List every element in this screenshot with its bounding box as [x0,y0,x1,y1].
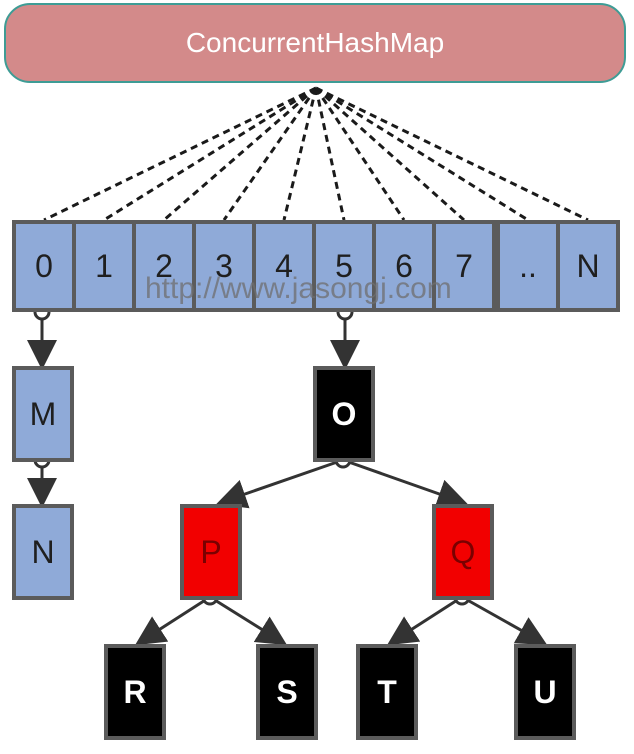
tree-arrow [134,595,211,646]
bucket-label: 5 [335,247,353,284]
tree-node-t: T [356,644,418,740]
bucket-pointer-line [314,87,346,221]
bucket-label: 3 [215,247,233,284]
bucket-pointer-line [103,86,317,222]
bucket-pointer-line [315,86,465,222]
bucket-label: N [576,247,600,284]
bucket-label: 1 [95,247,113,284]
node-label: S [276,673,298,710]
bucket-7: 7 [432,220,496,312]
bucket-label: 7 [455,247,473,284]
tree-arrow [209,595,288,646]
node-label: N [31,533,55,570]
bucket-2: 2 [132,220,196,312]
bucket-3: 3 [192,220,256,312]
hashmap-header: ConcurrentHashMap [4,3,626,83]
bucket-4: 4 [252,220,316,312]
node-label: Q [450,533,476,570]
node-label: R [123,673,147,710]
bucket-label: 2 [155,247,173,284]
node-label: U [533,673,557,710]
bucket-5: 5 [312,220,376,312]
tree-node-s: S [256,644,318,740]
bucket-pointer-line [222,87,318,221]
tree-arrow [216,458,344,509]
tree-node-p: P [180,504,242,600]
node-label: M [29,395,57,432]
tree-arrow [386,595,463,646]
tree-node-r: R [104,644,166,740]
node-label: T [377,673,397,710]
bucket-pointer-line [282,87,318,221]
bucket-ellipsis: .. [496,220,560,312]
bucket-label: 6 [395,247,413,284]
bucket-n: N [556,220,620,312]
chain-node-m: M [12,366,74,462]
hashmap-title: ConcurrentHashMap [185,27,445,58]
tree-node-o: O [313,366,375,462]
bucket-label: 0 [35,247,53,284]
node-label: P [200,533,222,570]
bucket-1: 1 [72,220,136,312]
bucket-pointer-line [163,86,317,222]
tree-node-u: U [514,644,576,740]
chain-node-n: N [12,504,74,600]
node-label: O [331,395,357,432]
bucket-pointer-line [315,86,529,222]
bucket-6: 6 [372,220,436,312]
bucket-pointer-line [43,86,317,222]
tree-arrow [342,458,468,509]
bucket-pointer-line [315,86,589,222]
bucket-0: 0 [12,220,76,312]
bucket-pointer-line [314,87,406,221]
tree-arrow [461,595,548,645]
bucket-label: 4 [275,247,293,284]
bucket-label: .. [519,247,537,284]
tree-node-q: Q [432,504,494,600]
